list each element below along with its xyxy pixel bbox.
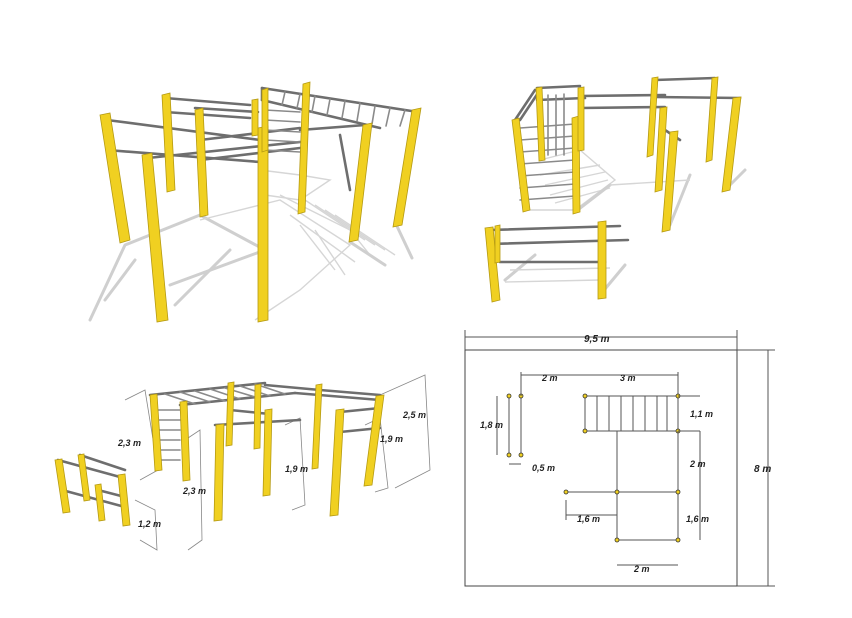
plan-ladder-rungs [596, 396, 668, 431]
plan-width-label: 9,5 m [584, 334, 610, 345]
plan-bottom-span-label: 2 m [633, 564, 650, 574]
posts-bottom-left [54, 381, 385, 527]
plan-right-vertical-label: 1,6 m [686, 514, 709, 524]
shadow-group-top-left [88, 169, 414, 322]
posts-top-right [484, 76, 742, 303]
plan-bars-gap-label: 0,5 m [532, 463, 555, 473]
plan-view: 9,5 m 8 m 1,8 m 0,5 m 2 m 3 m [464, 330, 775, 587]
dim-right-high-height: 2,5 m [402, 410, 426, 420]
dim-ladder-height: 2,3 m [117, 438, 141, 448]
plan-bars-height-label: 1,8 m [480, 420, 503, 430]
posts-top-left [99, 81, 422, 323]
render-top-right [484, 76, 747, 303]
dim-right-low-height: 1,9 m [380, 434, 403, 444]
render-top-left [88, 81, 422, 323]
plan-gap-2m-label: 2 m [541, 373, 558, 383]
dim-mid-height: 1,9 m [285, 464, 308, 474]
wall-ladder-top-left [264, 109, 301, 153]
shadow-group-top-right [503, 149, 747, 297]
bars-top-right [488, 76, 742, 264]
plan-ladder-length-label: 3 m [620, 373, 636, 383]
plan-mid-vertical-label: 2 m [689, 459, 706, 469]
plan-overhead-ladder [584, 395, 679, 432]
wall-ladder-top-right [519, 93, 576, 201]
plan-frame [464, 349, 738, 587]
dimension-guides-bottom-left [124, 374, 431, 551]
overhead-ladder-top-left [260, 86, 420, 130]
plan-left-span-label: 1,6 m [577, 514, 600, 524]
plan-depth-label: 8 m [754, 464, 771, 475]
dim-pullup-height: 2,3 m [182, 486, 206, 496]
plan-ladder-width-label: 1,1 m [690, 409, 713, 419]
render-bottom-left: 2,3 m 2,3 m 1,2 m 1,9 m 1,9 m 2,5 m [54, 374, 431, 551]
dim-parallel-height: 1,2 m [138, 519, 161, 529]
